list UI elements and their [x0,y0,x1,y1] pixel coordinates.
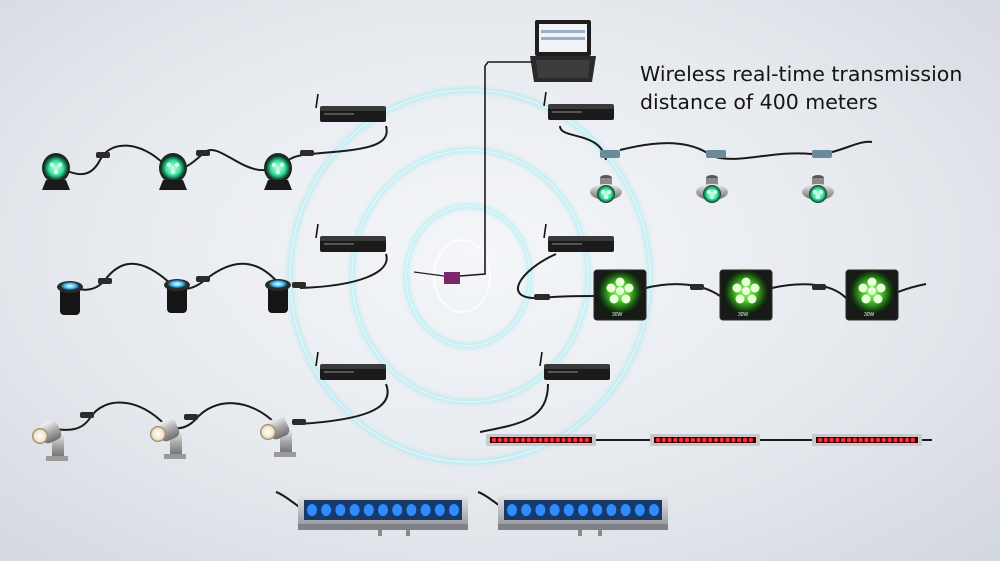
washer-led [449,504,459,516]
transmission-caption: Wireless real-time transmission distance… [640,60,962,116]
strip-led [690,437,696,443]
strip-led [526,437,532,443]
panel-label: 30W [864,312,875,318]
laptop-icon [530,20,596,82]
signal-waves [287,87,653,465]
warm-spot-lights [32,414,296,461]
strip-led [532,437,537,443]
caption-line-2: distance of 400 meters [640,90,878,114]
washer-led [420,504,431,516]
strip-led [881,437,887,443]
washer-led [649,504,659,516]
strip-led [904,437,910,443]
wall-washers [298,494,668,536]
strip-led [678,437,684,443]
strip-led [702,437,707,443]
washer-led [321,504,332,516]
strip-led [578,437,584,443]
washer-led [578,504,588,516]
strip-led [661,437,667,443]
strip-led [858,437,863,443]
strip-led [520,437,526,443]
washer-led [563,504,574,516]
strip-led [748,437,754,443]
washer-led [634,504,645,516]
strip-led [491,437,497,443]
washer-led [378,504,388,516]
strip-led [567,437,572,443]
strip-led [864,437,869,443]
washer-led [363,504,374,516]
strip-led [667,437,672,443]
strip-led [538,437,543,443]
strip-led [731,437,736,443]
strip-led [673,437,678,443]
strip-led [869,437,875,443]
panel-label: 30W [612,312,623,318]
dmx-controller-icon [315,91,615,381]
underground-lights [57,279,291,315]
strip-led [875,437,881,443]
strip-led [684,437,690,443]
strip-led [898,437,904,443]
laptop-cable [459,61,532,277]
strip-led [655,437,661,443]
strip-led [823,437,829,443]
washer-led [507,504,517,516]
green-spot-lights [42,153,292,190]
washer-led [349,504,360,516]
strip-led [497,437,503,443]
strip-led [742,437,748,443]
strip-led [910,437,916,443]
strip-led [835,437,840,443]
strip-led [503,437,508,443]
red-linear-strips [486,434,922,446]
green-flood-panels: 30W 30W 30W [594,270,898,320]
cable-connectors [80,150,832,425]
strip-led [893,437,898,443]
washer-led [521,504,532,516]
strip-led [707,437,713,443]
caption-line-1: Wireless real-time transmission [640,62,963,86]
washer-led [307,504,317,516]
strip-led [696,437,701,443]
strip-led [713,437,719,443]
strip-led [736,437,742,443]
washer-led [549,504,560,516]
washer-led [535,504,546,516]
strip-led [719,437,725,443]
strip-led [555,437,561,443]
strip-led [509,437,514,443]
strip-led [817,437,823,443]
strip-led [572,437,578,443]
wireless-receiver-icon [413,271,460,284]
strip-led [846,437,852,443]
panel-label: 30W [738,312,749,318]
strip-led [852,437,858,443]
strip-led [514,437,520,443]
washer-led [392,504,403,516]
strip-led [561,437,566,443]
washer-led [406,504,417,516]
washer-led [434,504,445,516]
strip-led [829,437,834,443]
washer-led [606,504,617,516]
washer-led [592,504,603,516]
washer-led [620,504,631,516]
strip-led [840,437,846,443]
strip-led [549,437,555,443]
strip-led [584,437,590,443]
strip-led [887,437,892,443]
strip-led [725,437,730,443]
strip-led [543,437,549,443]
washer-led [335,504,346,516]
